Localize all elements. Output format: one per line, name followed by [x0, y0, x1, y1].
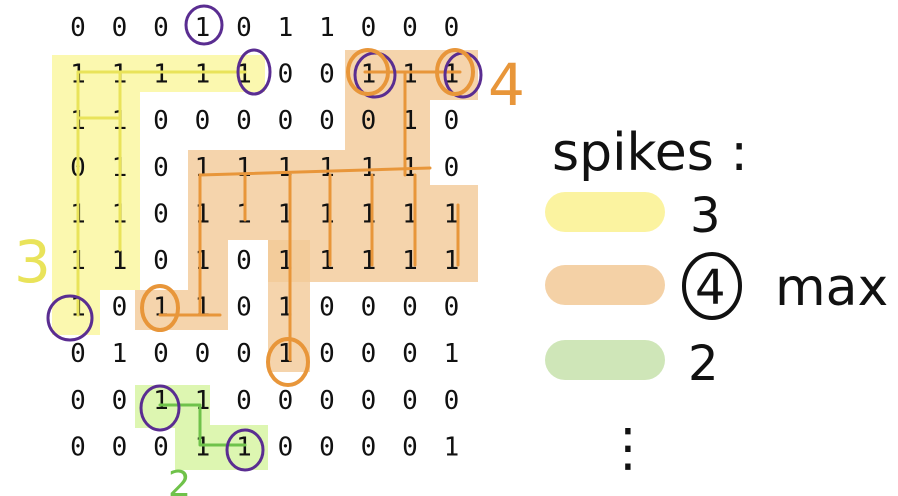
- grid-cell-r7-c2: 0: [153, 339, 169, 369]
- grid-cell-r9-c5: 0: [278, 432, 294, 462]
- grid-cell-r8-c4: 0: [236, 386, 252, 416]
- grid-cell-r7-c4: 0: [236, 339, 252, 369]
- grid-cell-r9-c4: 1: [236, 432, 252, 462]
- yellow-highlight-region: [52, 55, 265, 335]
- grid-cell-r9-c0: 0: [70, 432, 86, 462]
- grid-cell-r0-c3: 1: [195, 13, 211, 43]
- grid-cell-r5-c1: 1: [112, 246, 128, 276]
- grid-cell-r8-c6: 0: [319, 386, 335, 416]
- grid-cell-r5-c4: 0: [236, 246, 252, 276]
- legend-value-orange: 4: [695, 260, 726, 316]
- grid-cell-r2-c9: 0: [444, 106, 460, 136]
- grid-cell-r0-c1: 0: [112, 13, 128, 43]
- grid-cell-r5-c6: 1: [319, 246, 335, 276]
- grid-cell-r6-c3: 1: [195, 293, 211, 323]
- grid-cell-r1-c3: 1: [195, 60, 211, 90]
- grid-cell-r1-c7: 1: [361, 60, 377, 90]
- grid-cell-r1-c5: 0: [278, 60, 294, 90]
- grid-cell-r0-c4: 0: [236, 13, 252, 43]
- yellow-path-strokes: [76, 70, 247, 317]
- grid-cell-r5-c2: 0: [153, 246, 169, 276]
- grid-cell-r7-c8: 0: [402, 339, 418, 369]
- grid-cell-r8-c5: 0: [278, 386, 294, 416]
- grid-cell-r2-c5: 0: [278, 106, 294, 136]
- grid-cell-r8-c3: 1: [195, 386, 211, 416]
- grid-cell-r3-c4: 1: [236, 153, 252, 183]
- grid-cell-r7-c7: 0: [361, 339, 377, 369]
- grid-cell-r9-c9: 1: [444, 432, 460, 462]
- orange-endpoint-circles: [140, 48, 475, 387]
- orange-count-label: 4: [488, 51, 525, 119]
- max-label: max .: [775, 258, 898, 318]
- grid-cell-r1-c2: 1: [153, 60, 169, 90]
- grid-cell-r2-c2: 0: [153, 106, 169, 136]
- grid-cell-r4-c9: 1: [444, 199, 460, 229]
- legend-ellipsis: ⋮: [602, 418, 654, 478]
- grid-cell-r7-c9: 1: [444, 339, 460, 369]
- yellow-count-label: 3: [14, 228, 51, 296]
- grid-cell-r7-c3: 0: [195, 339, 211, 369]
- legend-swatch-green: [545, 340, 665, 380]
- grid-cell-r0-c7: 0: [361, 13, 377, 43]
- legend-swatch-yellow: [545, 192, 665, 232]
- grid-cell-r2-c3: 0: [195, 106, 211, 136]
- grid-cell-r6-c4: 0: [236, 293, 252, 323]
- grid-cell-r7-c1: 1: [112, 339, 128, 369]
- grid-cell-r8-c8: 0: [402, 386, 418, 416]
- grid-cell-r2-c7: 0: [361, 106, 377, 136]
- purple-endpoint-circles: [46, 4, 483, 472]
- grid-cell-r9-c6: 0: [319, 432, 335, 462]
- grid-cell-r9-c7: 0: [361, 432, 377, 462]
- grid-cell-r8-c2: 1: [153, 386, 169, 416]
- grid-cell-r9-c1: 0: [112, 432, 128, 462]
- grid-cell-r9-c8: 0: [402, 432, 418, 462]
- grid-cell-r4-c3: 1: [195, 199, 211, 229]
- legend-value-yellow: 3: [690, 188, 721, 244]
- grid-cell-r2-c4: 0: [236, 106, 252, 136]
- grid-cell-r2-c6: 0: [319, 106, 335, 136]
- grid-cell-r4-c6: 1: [319, 199, 335, 229]
- grid-cell-r8-c0: 0: [70, 386, 86, 416]
- grid-cell-r3-c3: 1: [195, 153, 211, 183]
- grid-cell-r0-c8: 0: [402, 13, 418, 43]
- orange-path-strokes: [158, 70, 462, 362]
- grid-cell-r0-c5: 1: [278, 13, 294, 43]
- grid-cell-r3-c7: 1: [361, 153, 377, 183]
- legend: spikes : 3 4 max . 2 ⋮: [545, 123, 898, 478]
- grid-cell-r9-c3: 1: [195, 432, 211, 462]
- grid-cell-r1-c6: 0: [319, 60, 335, 90]
- grid-cell-r3-c2: 0: [153, 153, 169, 183]
- grid-cell-r4-c2: 0: [153, 199, 169, 229]
- grid-cell-r0-c0: 0: [70, 13, 86, 43]
- grid-cell-r6-c8: 0: [402, 293, 418, 323]
- green-count-label: 2: [168, 464, 191, 496]
- legend-swatch-orange: [545, 265, 665, 305]
- grid-cell-r6-c7: 0: [361, 293, 377, 323]
- grid-cell-r3-c9: 0: [444, 153, 460, 183]
- max-circle: [682, 252, 742, 320]
- grid-cell-r9-c2: 0: [153, 432, 169, 462]
- grid-cell-r0-c2: 0: [153, 13, 169, 43]
- grid-cell-r7-c0: 0: [70, 339, 86, 369]
- grid-cell-r7-c6: 0: [319, 339, 335, 369]
- orange-highlight-region: [135, 50, 478, 372]
- grid-cell-r5-c9: 1: [444, 246, 460, 276]
- grid-cell-r8-c9: 0: [444, 386, 460, 416]
- grid-cell-r8-c1: 0: [112, 386, 128, 416]
- grid-cell-r6-c1: 0: [112, 293, 128, 323]
- grid-cell-r5-c7: 1: [361, 246, 377, 276]
- grid-cell-r6-c6: 0: [319, 293, 335, 323]
- legend-value-green: 2: [688, 336, 719, 392]
- grid-cell-r6-c9: 0: [444, 293, 460, 323]
- grid-cell-r5-c3: 1: [195, 246, 211, 276]
- grid-cell-r6-c2: 1: [153, 293, 169, 323]
- grid-cell-r3-c6: 1: [319, 153, 335, 183]
- legend-title: spikes :: [552, 123, 748, 183]
- grid-cell-r0-c9: 0: [444, 13, 460, 43]
- grid-cell-r4-c7: 1: [361, 199, 377, 229]
- grid-cell-r8-c7: 0: [361, 386, 377, 416]
- grid-cell-r0-c6: 1: [319, 13, 335, 43]
